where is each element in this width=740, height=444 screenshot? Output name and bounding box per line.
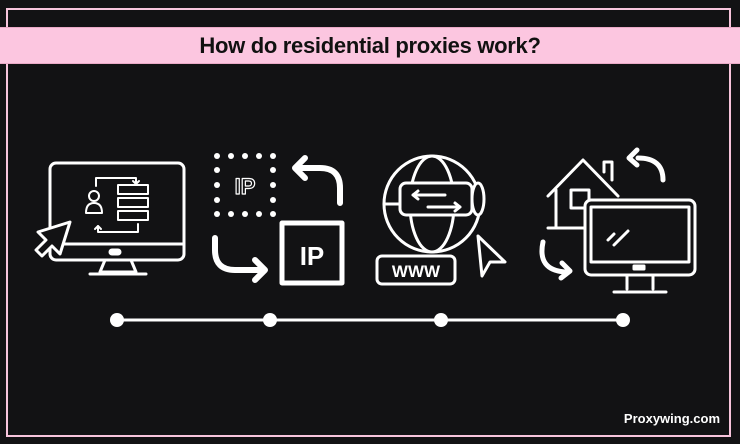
brand-footer: Proxywing.com bbox=[623, 411, 720, 426]
computer-user-server-icon bbox=[34, 161, 186, 276]
timeline-step-3 bbox=[434, 313, 448, 327]
timeline-step-2 bbox=[263, 313, 277, 327]
page-title: How do residential proxies work? bbox=[199, 32, 541, 58]
house-computer-icon bbox=[539, 147, 697, 294]
www-label: WWW bbox=[392, 262, 441, 281]
ip-dotted-label: IP bbox=[235, 174, 256, 199]
timeline bbox=[110, 313, 630, 327]
pink-frame bbox=[6, 8, 731, 437]
ip-solid-label: IP bbox=[300, 241, 325, 271]
timeline-step-1 bbox=[110, 313, 124, 327]
timeline-step-4 bbox=[616, 313, 630, 327]
globe-www-icon: WWW bbox=[375, 154, 507, 286]
title-banner: How do residential proxies work? bbox=[0, 27, 740, 64]
dotted-ip-frame bbox=[214, 153, 276, 217]
ip-rotation-icon: IP IP bbox=[212, 153, 345, 286]
